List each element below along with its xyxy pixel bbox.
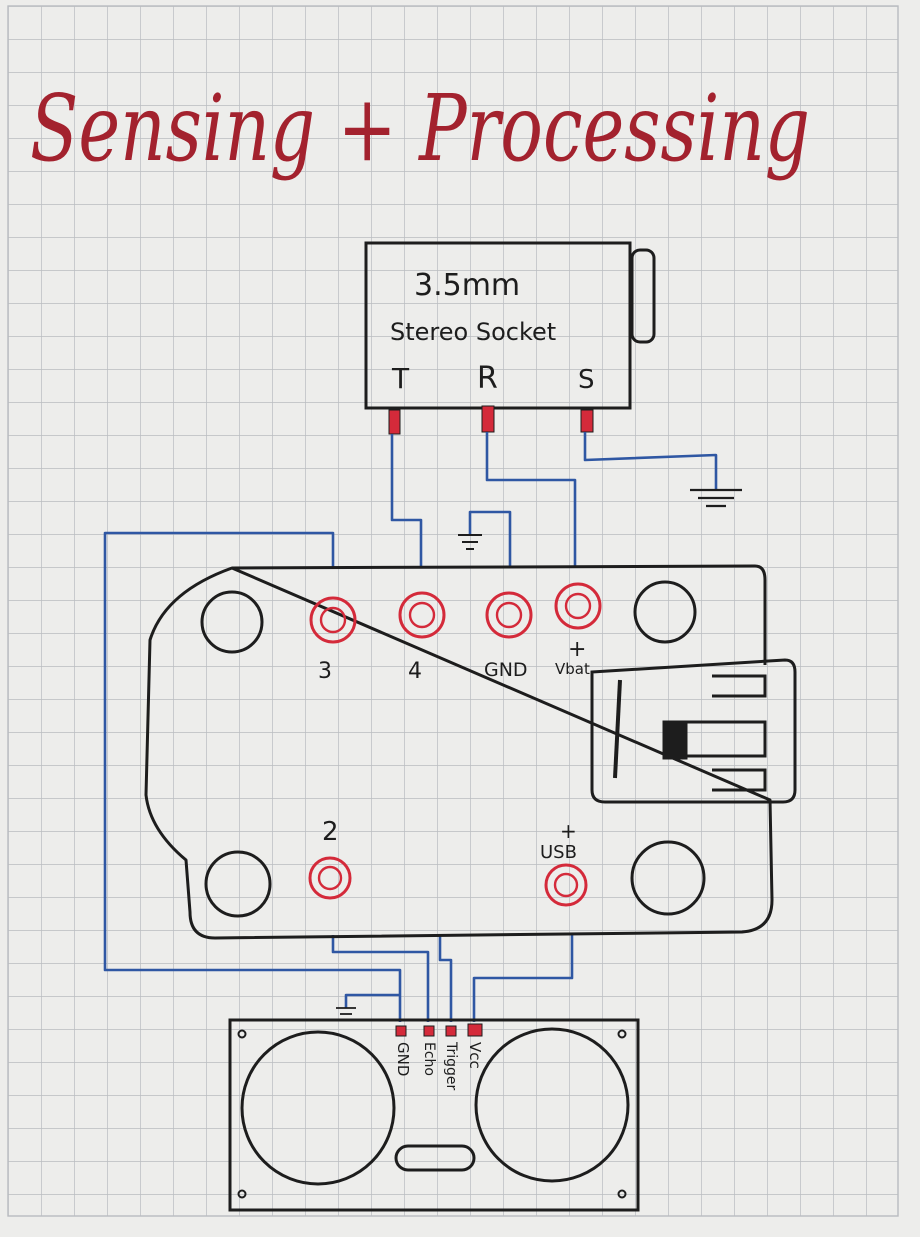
sensor-pin-label-echo: Echo <box>421 1042 437 1076</box>
sensor-pins <box>395 1023 483 1037</box>
pad-3 <box>309 596 357 644</box>
sensor-pin-gnd <box>395 1025 407 1037</box>
board-pin-label-3: 3 <box>318 659 332 684</box>
sensor-pin-label-trigger: Trigger <box>443 1041 459 1091</box>
jack-plug-tab <box>630 248 656 344</box>
wire-ring-to-gnd <box>485 432 577 568</box>
sensor-pin-trigger <box>445 1025 457 1037</box>
wiring <box>103 432 718 1022</box>
mount-hole-top-right <box>633 580 697 644</box>
wire-tip-to-pin4 <box>390 434 423 568</box>
jack-pin-s <box>580 409 594 433</box>
board-pin-label-vusb-plus: + <box>560 819 577 843</box>
wire-ground-stub <box>468 510 512 568</box>
wire-pin3-to-echo <box>103 531 402 1022</box>
jack-body <box>364 241 632 410</box>
sensor-transducer-right <box>474 1027 630 1183</box>
pad-2 <box>308 856 352 900</box>
pad-vbat <box>554 582 602 630</box>
sensor-pin-label-gnd: GND <box>394 1042 412 1076</box>
sensor-board <box>228 1018 640 1212</box>
sensor-pin-label-vcc: Vcc <box>466 1042 484 1069</box>
board-pin-label-2: 2 <box>322 817 339 847</box>
board-pin-label-vbat-plus: + <box>568 637 586 662</box>
sensor-crystal <box>394 1144 476 1172</box>
page-title: Sensing + Processing <box>30 75 810 182</box>
wire-pin2-to-trigger <box>331 935 430 1022</box>
sensor-pin-echo <box>423 1025 435 1037</box>
wire-gnd-to-sensor <box>438 935 453 1022</box>
board-outline <box>144 564 774 940</box>
board-pin-label-4: 4 <box>408 659 422 684</box>
ground-symbol-top <box>690 488 742 508</box>
jack-label-size: 3.5mm <box>414 268 520 303</box>
mount-hole-top-left <box>200 590 264 654</box>
board-pin-label-vbat: Vbat <box>555 660 590 678</box>
pad-gnd <box>485 591 533 639</box>
jack-label-type: Stereo Socket <box>390 318 556 346</box>
jack-pin-label-r: R <box>477 361 498 396</box>
jack-pin-label-s: S <box>578 365 595 395</box>
board-pads <box>308 582 602 907</box>
sensor-transducer-left <box>240 1030 396 1186</box>
jack-pin-r <box>481 405 495 433</box>
pad-4 <box>398 591 446 639</box>
board-pin-label-vusb: USB <box>540 842 577 863</box>
grid-paper <box>7 5 899 1217</box>
wire-sensor-gnd <box>344 993 400 1008</box>
mount-hole-bottom-left <box>204 850 272 918</box>
battery-connector <box>590 658 797 804</box>
microcontroller-board <box>144 564 774 940</box>
wire-sleeve-to-ground <box>583 432 718 490</box>
sensor-pin-vcc <box>467 1023 483 1037</box>
jack-pin-label-t: T <box>391 362 410 395</box>
ultrasonic-sensor <box>228 1018 640 1212</box>
ground-symbol-middle <box>458 534 482 550</box>
mount-hole-bottom-right <box>630 840 706 916</box>
wire-vusb-to-vcc <box>472 935 574 1022</box>
board-pin-label-gnd: GND <box>484 659 528 681</box>
stereo-jack <box>364 241 656 410</box>
pad-vusb <box>544 863 588 907</box>
jack-pin-t <box>388 409 401 435</box>
